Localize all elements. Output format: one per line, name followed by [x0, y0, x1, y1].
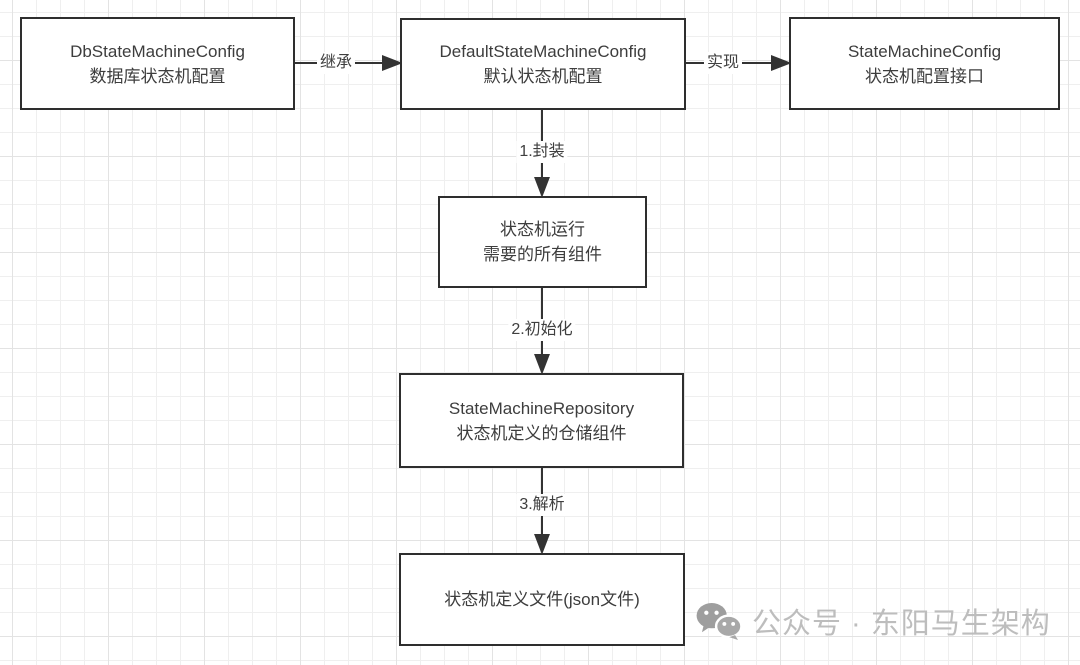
node-default-state-machine-config: DefaultStateMachineConfig 默认状态机配置	[400, 18, 686, 110]
node-title: DefaultStateMachineConfig	[439, 42, 647, 61]
node-subtitle: 状态机配置接口	[865, 66, 984, 86]
node-subtitle: 数据库状态机配置	[89, 66, 226, 86]
edge-label-implement: 实现	[703, 52, 743, 74]
node-title: StateMachineRepository	[448, 398, 635, 418]
node-subtitle: 状态机定义的仓储组件	[456, 423, 627, 443]
node-title: DbStateMachineConfig	[70, 41, 245, 61]
node-db-state-machine-config: DbStateMachineConfig 数据库状态机配置	[20, 17, 295, 110]
edge-implement-arrowhead	[771, 55, 792, 71]
edge-step1-arrowhead	[534, 177, 550, 198]
node-state-machine-repository: StateMachineRepository 状态机定义的仓储组件	[399, 373, 684, 468]
edge-step2-arrowhead	[534, 354, 550, 375]
edge-label-step3: 3.解析	[516, 494, 568, 516]
node-title: StateMachineConfig	[847, 41, 1002, 61]
node-state-machine-components: 状态机运行 需要的所有组件	[438, 196, 647, 288]
edge-inherit-arrowhead	[382, 55, 403, 71]
node-state-machine-config: StateMachineConfig 状态机配置接口	[789, 17, 1060, 110]
wechat-icon	[696, 602, 743, 640]
node-subtitle: 需要的所有组件	[483, 245, 602, 264]
node-state-machine-definition-file: 状态机定义文件(json文件)	[399, 553, 685, 646]
node-subtitle: 默认状态机配置	[483, 67, 603, 86]
watermark: 公众号 · 东阳马生架构	[696, 600, 1051, 642]
node-title: 状态机运行	[500, 220, 585, 239]
edge-label-inherit: 继承	[316, 52, 356, 74]
edge-label-step2: 2.初始化	[508, 319, 576, 341]
watermark-text: 公众号 · 东阳马生架构	[752, 608, 1051, 640]
edge-label-step1: 1.封装	[516, 141, 568, 163]
node-title: 状态机定义文件(json文件)	[444, 590, 640, 609]
edge-step3-arrowhead	[534, 534, 550, 555]
